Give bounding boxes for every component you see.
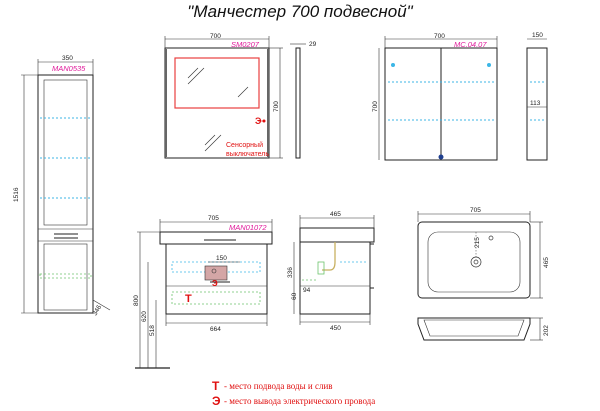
vanity-t-symbol: Т xyxy=(185,293,192,305)
cabinet-width-label: 700 xyxy=(434,33,445,40)
side-h1-label: 336 xyxy=(287,267,294,278)
side-h3-label: 60 xyxy=(291,292,298,300)
mirror-e-symbol: Э xyxy=(255,116,262,126)
mirror-code-label: SM0207 xyxy=(231,40,260,49)
side-h2-label: 94 xyxy=(303,287,311,294)
pencil-code-label: MAN0535 xyxy=(52,64,86,73)
mirror-depth-label: 29 xyxy=(309,41,317,48)
vanity-code-label: MAN01072 xyxy=(229,223,267,232)
legend-e-symbol: Э xyxy=(212,394,221,408)
vanity-top-width-label: 705 xyxy=(208,215,219,222)
cabinet-side-depth-label: 113 xyxy=(530,100,541,107)
legend: Т - место подвода воды и слив Э - место … xyxy=(212,379,375,408)
sink-width-label: 705 xyxy=(470,207,481,214)
vanity-front-drawing xyxy=(135,219,273,369)
vanity-height-total-label: 800 xyxy=(133,295,140,306)
mirror-width-label: 700 xyxy=(210,33,221,40)
cabinet-height-label: 700 xyxy=(372,101,379,112)
vanity-e-symbol: Э xyxy=(212,279,218,288)
vanity-inner-width-label: 150 xyxy=(216,255,227,262)
cabinet-code-label: МС.04.07 xyxy=(454,40,487,49)
sensor-note-line1: Сенсорный xyxy=(226,141,263,149)
vanity-bottom-width-label: 664 xyxy=(210,326,221,333)
legend-t-text: - место подвода воды и слив xyxy=(224,381,333,391)
pencil-width-label: 350 xyxy=(62,55,73,62)
mirror-drawing xyxy=(164,36,306,159)
pencil-case-drawing xyxy=(21,59,111,314)
sensor-note-line2: выключатель xyxy=(226,151,269,158)
vanity-height-mid-label: 620 xyxy=(141,311,148,322)
side-depth-top-label: 465 xyxy=(330,211,341,218)
sink-depth-label: 465 xyxy=(543,257,550,268)
sink-inner-label: 215 xyxy=(474,237,481,248)
cabinet-drawing xyxy=(378,36,548,161)
cabinet-side-width-label: 150 xyxy=(532,32,543,39)
legend-t-symbol: Т xyxy=(212,379,220,393)
mirror-height-label: 700 xyxy=(273,101,280,112)
legend-e-text: - место вывода электрического провода xyxy=(224,396,375,406)
vanity-height-low-label: 518 xyxy=(149,325,156,336)
page-title: "Манчестер 700 подвесной" xyxy=(187,2,413,21)
pencil-height-label: 1516 xyxy=(13,187,20,202)
vanity-side-drawing xyxy=(293,215,375,325)
pencil-depth-label: 346 xyxy=(92,304,104,317)
sink-drawing xyxy=(417,211,543,341)
sink-height-label: 202 xyxy=(543,325,550,336)
side-depth-bottom-label: 450 xyxy=(330,325,341,332)
